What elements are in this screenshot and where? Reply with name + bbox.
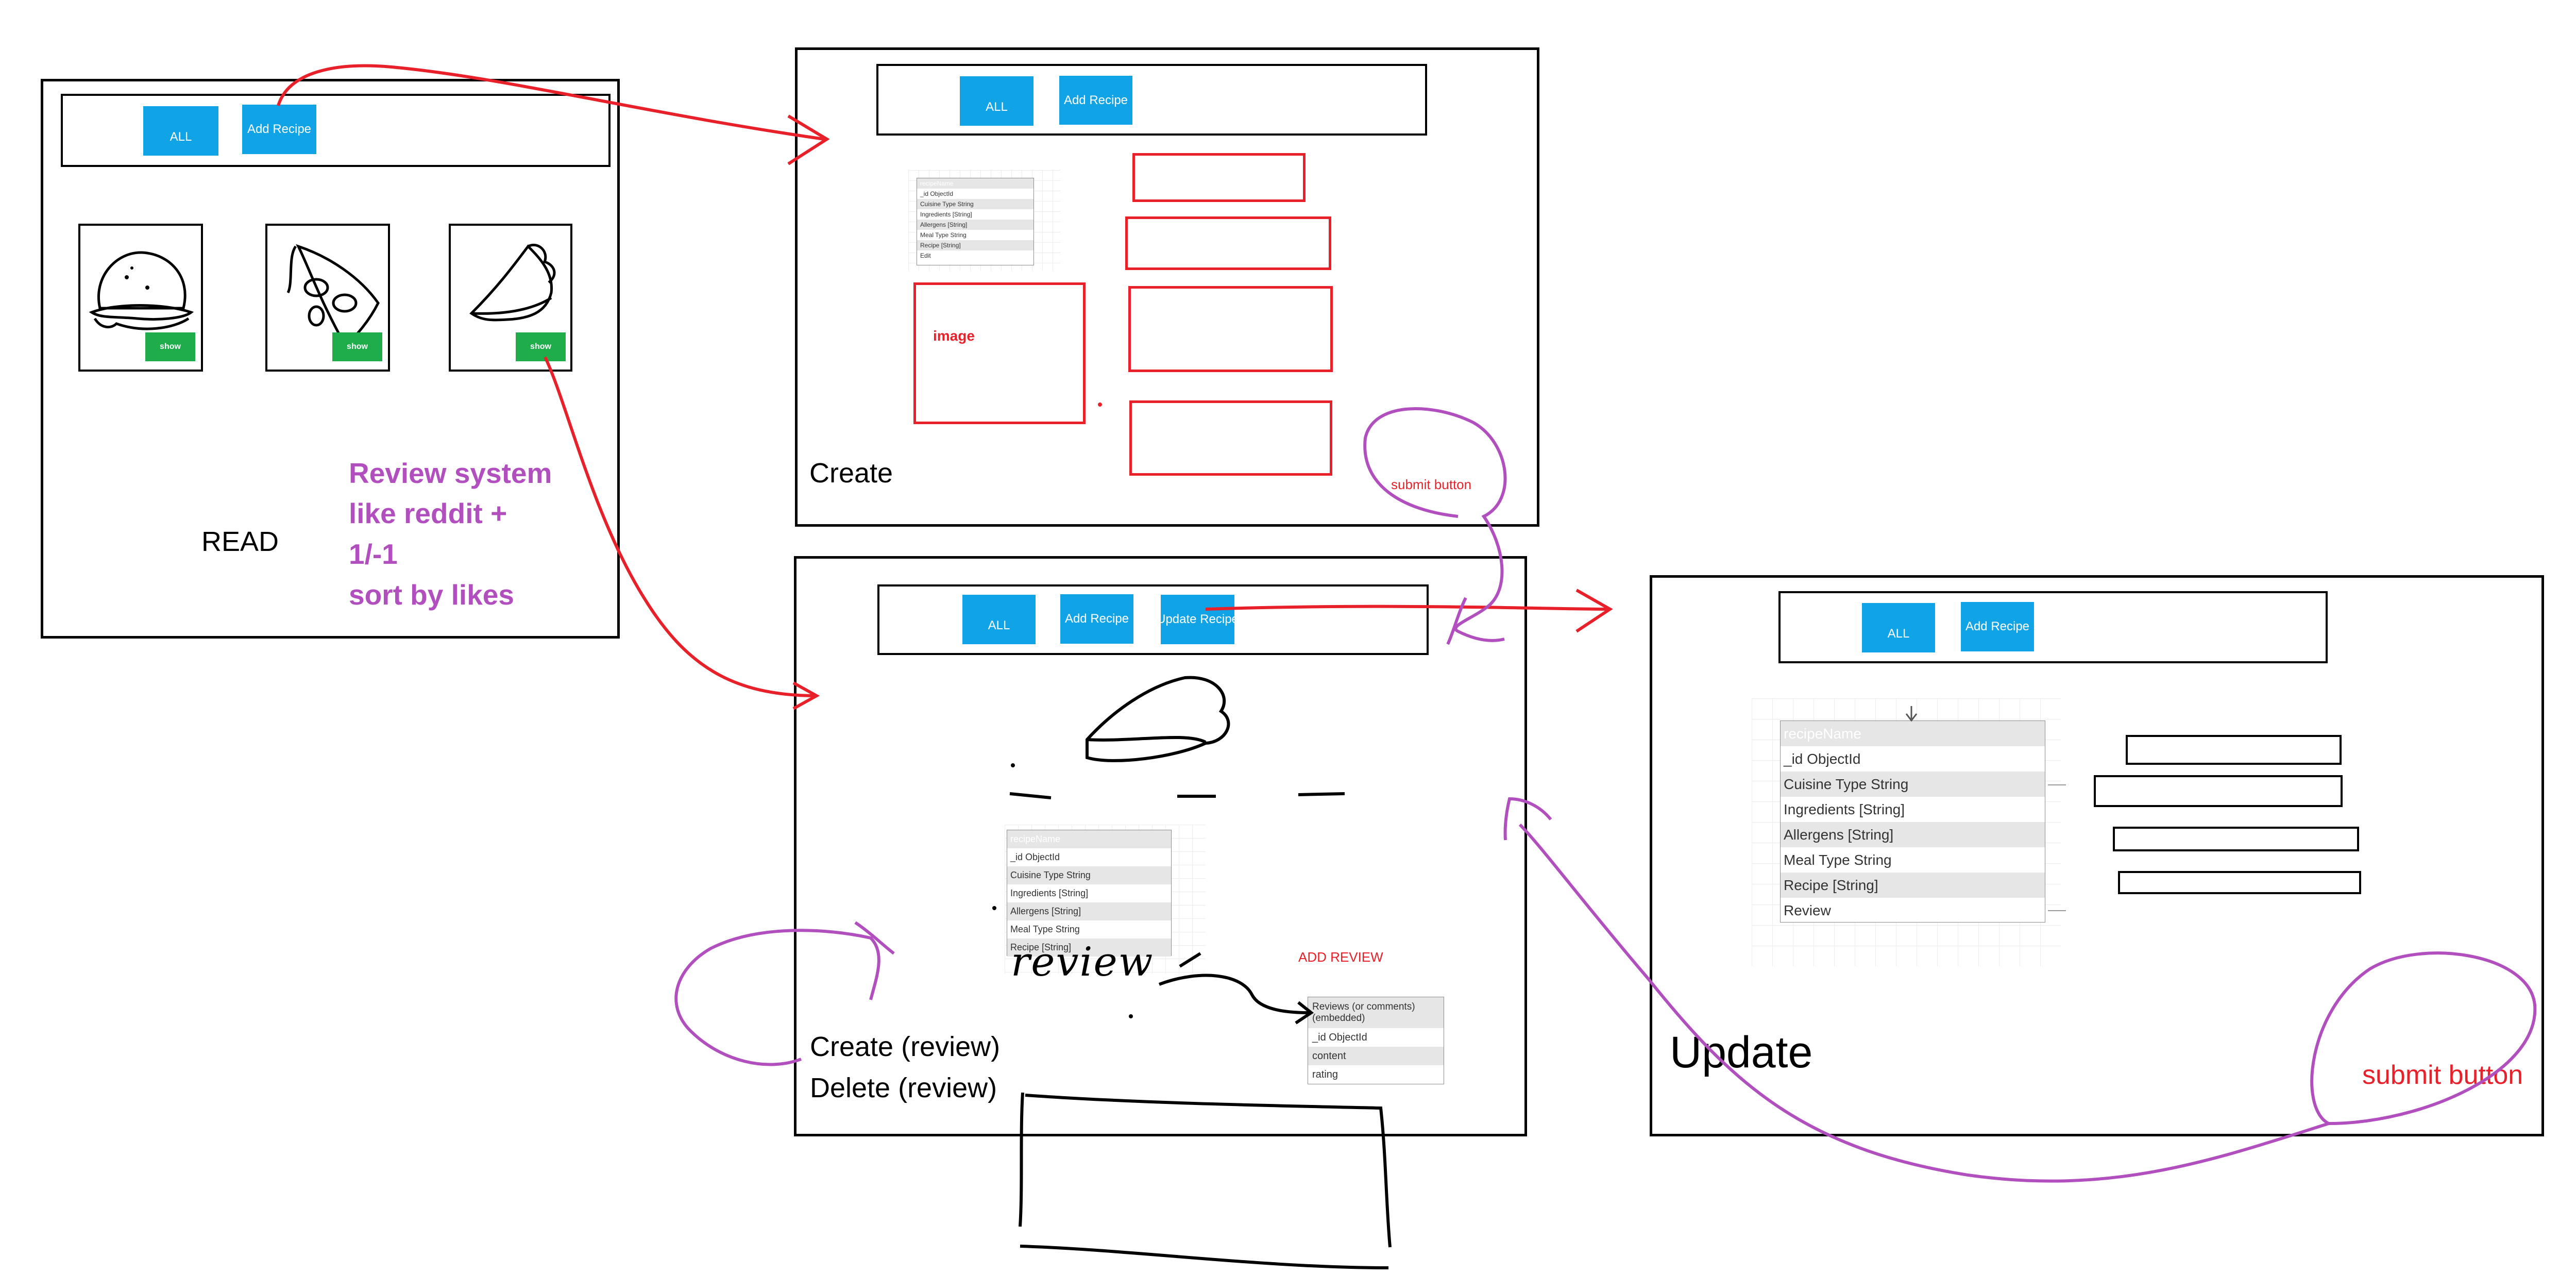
er-field: Cuisine Type String: [1781, 772, 2045, 797]
read-title: READ: [201, 526, 279, 557]
review-note-line-3: 1/-1: [349, 538, 398, 570]
review-model-field: rating: [1312, 1068, 1338, 1080]
review-note-line-1: Review system: [349, 457, 552, 489]
create-input-2[interactable]: [1125, 216, 1331, 270]
update-nav-bar: [1778, 591, 2328, 663]
read-all-button[interactable]: ALL: [143, 106, 218, 156]
create-submit-label: submit button: [1391, 477, 1472, 492]
update-submit-label: submit button: [2362, 1060, 2523, 1090]
er-field: _id ObjectId: [1010, 852, 1060, 862]
review-handwritten-label: review: [1011, 939, 1154, 985]
update-recipe-button[interactable]: Update Recipe: [1157, 595, 1239, 644]
update-input-1[interactable]: [2126, 735, 2342, 765]
review-model-field: _id ObjectId: [1312, 1031, 1367, 1043]
pie-slice-icon: [469, 243, 556, 322]
er-field: Cuisine Type String: [1007, 866, 1171, 884]
update-title: Update: [1670, 1028, 1813, 1077]
show-add-recipe-button[interactable]: Add Recipe: [1060, 594, 1133, 644]
recipe-card-pizza[interactable]: show: [265, 224, 390, 372]
er-field: Meal Type String: [1010, 924, 1080, 934]
create-input-3[interactable]: [1128, 286, 1333, 372]
arrowhead-update: [1575, 589, 1613, 633]
er-field: _id ObjectId: [1784, 750, 1861, 767]
er-header: recipeName: [917, 178, 1033, 189]
update-all-button[interactable]: ALL: [1862, 603, 1935, 652]
update-input-2[interactable]: [2094, 775, 2343, 807]
update-input-3[interactable]: [2113, 827, 2359, 851]
er-field: Ingredients [String]: [1784, 801, 1905, 817]
er-header: recipeName: [1781, 721, 2045, 746]
create-frame: [795, 47, 1539, 527]
er-field: Meal Type String: [1784, 851, 1892, 868]
er-field: Allergens [String]: [1007, 902, 1171, 920]
er-field: Edit: [920, 252, 931, 259]
create-recipe-model: recipeName _id ObjectId Cuisine Type Str…: [917, 178, 1034, 265]
er-field: Allergens [String]: [917, 220, 1033, 230]
show-button-3[interactable]: show: [516, 332, 566, 361]
er-field: Meal Type String: [920, 231, 967, 239]
recipe-card-burger[interactable]: show: [78, 224, 203, 372]
er-field: Ingredients [String]: [920, 211, 972, 218]
update-recipe-model: recipeName _id ObjectId Cuisine Type Str…: [1780, 720, 2045, 923]
er-field: Ingredients [String]: [1010, 888, 1089, 898]
create-add-recipe-button[interactable]: Add Recipe: [1059, 76, 1132, 125]
show-all-button[interactable]: ALL: [962, 595, 1036, 644]
update-input-4[interactable]: [2118, 871, 2361, 894]
review-model-field: content: [1308, 1047, 1444, 1065]
image-label: image: [933, 328, 975, 344]
create-input-4[interactable]: [1129, 400, 1332, 476]
er-field: Allergens [String]: [1781, 822, 2045, 847]
recipe-card-pie[interactable]: show: [449, 224, 572, 372]
review-note-line-2: like reddit +: [349, 497, 507, 529]
update-add-recipe-button[interactable]: Add Recipe: [1961, 602, 2034, 651]
create-review-label: Create (review): [810, 1031, 1001, 1062]
burger-icon: [89, 251, 194, 330]
er-field: Recipe [String]: [1007, 938, 1171, 957]
show-button-2[interactable]: show: [332, 332, 382, 361]
er-field: Recipe [String]: [1781, 873, 2045, 898]
show-nav-bar: [877, 584, 1429, 655]
review-model: Reviews (or comments) (embedded) _id Obj…: [1308, 997, 1444, 1084]
review-note-line-4: sort by likes: [349, 579, 514, 611]
create-nav-bar: [876, 64, 1427, 136]
review-model-header: Reviews (or comments) (embedded): [1308, 997, 1444, 1028]
er-field: _id ObjectId: [920, 190, 954, 197]
image-upload-box[interactable]: [913, 282, 1086, 424]
delete-review-label: Delete (review): [810, 1072, 997, 1103]
pizza-icon: [286, 244, 380, 346]
er-field: Cuisine Type String: [917, 199, 1033, 209]
create-all-button[interactable]: ALL: [960, 76, 1033, 126]
create-title: Create: [809, 458, 893, 489]
read-add-recipe-button[interactable]: Add Recipe: [242, 105, 316, 154]
er-field: Review: [1784, 902, 1831, 918]
er-header: recipeName: [1007, 830, 1171, 848]
er-field: Recipe [String]: [917, 240, 1033, 250]
show-recipe-model: recipeName _id ObjectId Cuisine Type Str…: [1007, 830, 1172, 957]
show-button-1[interactable]: show: [145, 332, 195, 361]
add-review-label: ADD REVIEW: [1298, 949, 1383, 965]
create-input-1[interactable]: [1132, 153, 1306, 202]
